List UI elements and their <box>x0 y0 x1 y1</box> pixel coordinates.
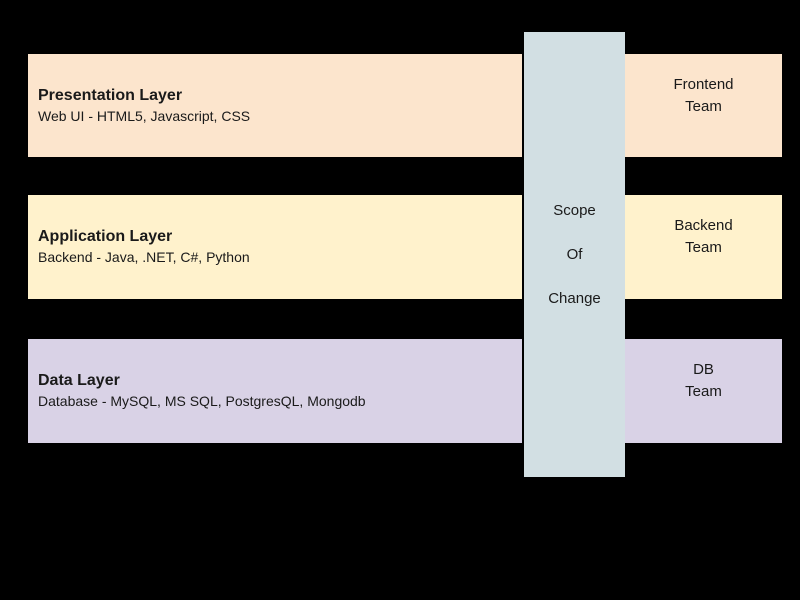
team-label-backend: Backend Team <box>674 217 733 256</box>
layer-title-application: Application Layer <box>38 228 173 245</box>
scope-line-2: Of <box>566 245 583 263</box>
layer-bar-data: Data Layer Database - MySQL, MS SQL, Pos… <box>28 339 522 443</box>
team-box-backend: Backend Team <box>625 195 782 299</box>
team-box-frontend: Frontend Team <box>625 54 782 157</box>
layer-bar-presentation: Presentation Layer Web UI - HTML5, Javas… <box>28 54 522 157</box>
layer-bar-application: Application Layer Backend - Java, .NET, … <box>28 195 522 299</box>
scope-line-3: Change <box>548 289 601 307</box>
scope-line-1: Scope <box>553 201 596 219</box>
team-box-db: DB Team <box>625 339 782 443</box>
layer-subtitle-presentation: Web UI - HTML5, Javascript, CSS <box>38 107 251 124</box>
layer-title-presentation: Presentation Layer <box>38 86 183 104</box>
layer-subtitle-data: Database - MySQL, MS SQL, PostgresQL, Mo… <box>38 393 366 409</box>
layer-title-data: Data Layer <box>38 372 120 389</box>
team-label-frontend: Frontend Team <box>673 75 734 115</box>
layer-subtitle-application: Backend - Java, .NET, C#, Python <box>38 249 250 265</box>
scope-of-change-bar: Scope Of Change <box>524 32 625 477</box>
team-label-db: DB Team <box>685 361 722 400</box>
